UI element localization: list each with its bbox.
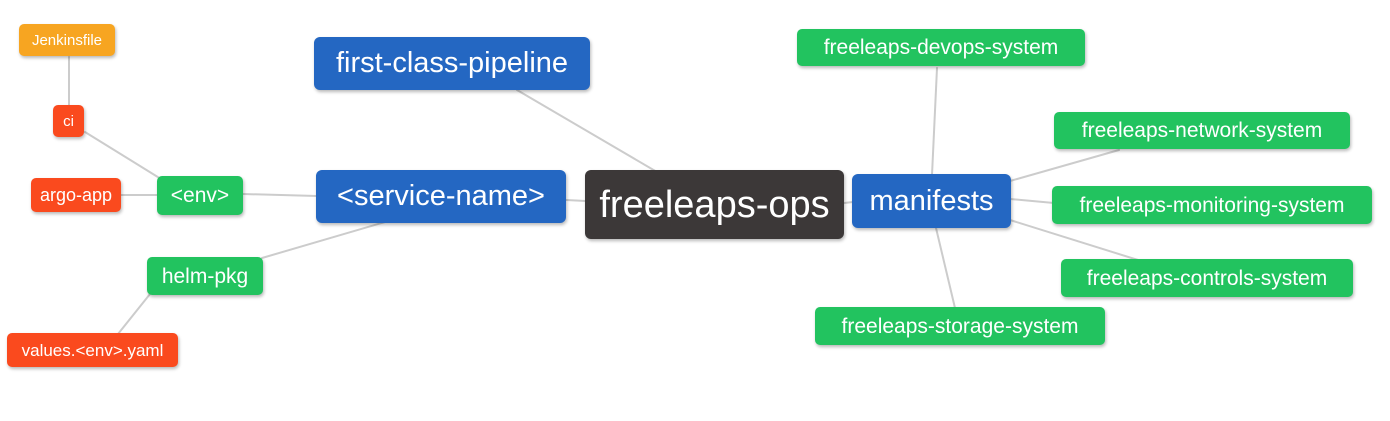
node-env[interactable]: <env> [157,176,243,215]
node-service-name[interactable]: <service-name> [316,170,566,223]
edge-manifests-devops [931,67,938,176]
node-freeleaps-controls-system[interactable]: freeleaps-controls-system [1061,259,1353,297]
node-helm-pkg[interactable]: helm-pkg [147,257,263,295]
edge-manifests-network [1009,149,1120,182]
edge-manifests-controls [1009,219,1139,261]
node-ci[interactable]: ci [53,105,84,137]
node-manifests[interactable]: manifests [852,174,1011,228]
node-freeleaps-storage-system[interactable]: freeleaps-storage-system [815,307,1105,345]
edge-ci-env [84,131,162,180]
edge-pipeline-freeleaps-ops [516,89,658,173]
edge-env-service-name [242,193,318,197]
edge-service-name-helm-pkg [261,221,386,259]
node-argo-app[interactable]: argo-app [31,178,121,212]
edge-manifests-storage [935,227,956,309]
node-first-class-pipeline[interactable]: first-class-pipeline [314,37,590,90]
node-values-env-yaml[interactable]: values.<env>.yaml [7,333,178,367]
node-freeleaps-monitoring-system[interactable]: freeleaps-monitoring-system [1052,186,1372,224]
node-freeleaps-devops-system[interactable]: freeleaps-devops-system [797,29,1085,66]
node-freeleaps-network-system[interactable]: freeleaps-network-system [1054,112,1350,149]
edge-service-name-freeleaps-ops [565,199,587,202]
edge-manifests-monitoring [1009,198,1055,204]
edge-helm-pkg-values [117,293,151,335]
node-jenkinsfile[interactable]: Jenkinsfile [19,24,115,56]
node-freeleaps-ops-root[interactable]: freeleaps-ops [585,170,844,239]
